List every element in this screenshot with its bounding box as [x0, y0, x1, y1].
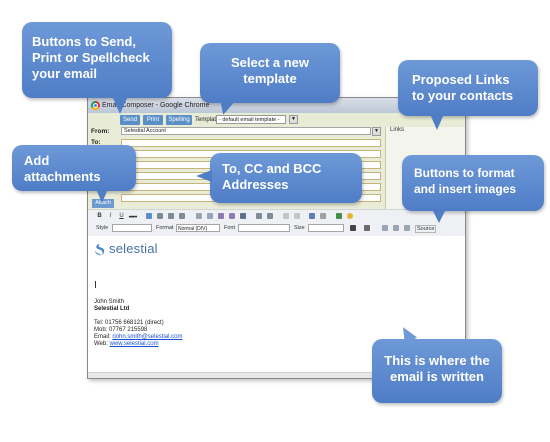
callout-links-text: Proposed Links to your contacts [412, 72, 514, 103]
show-blocks-icon[interactable] [393, 225, 399, 231]
template-select-value: - default email template - [219, 117, 280, 123]
callout-format: Buttons to format and insert images [402, 155, 544, 211]
print-button[interactable]: Print [143, 115, 163, 125]
template-dropdown[interactable]: ▼ [289, 115, 298, 124]
callout-buttons-pointer [112, 96, 128, 114]
callout-format-text: Buttons to format and insert images [414, 166, 517, 196]
font-label: Font [224, 225, 236, 231]
align-center-icon[interactable] [157, 213, 163, 219]
attach-button[interactable]: Attach [92, 199, 114, 208]
size-select[interactable] [308, 224, 344, 232]
text-cursor [95, 281, 96, 288]
underline-icon[interactable]: U [119, 213, 124, 219]
preview-icon[interactable] [404, 225, 410, 231]
signature-email-row: Email: rjohn.smith@selestial.com [94, 334, 182, 341]
callout-written-text: This is where the email is written [384, 353, 490, 384]
callout-attach-pointer [96, 189, 108, 203]
chrome-icon [91, 101, 100, 110]
style-select[interactable] [112, 224, 152, 232]
window-titlebar: Email Composer - Google Chrome [88, 98, 465, 113]
horizontal-scrollbar[interactable] [88, 372, 465, 378]
style-label: Style [96, 225, 109, 231]
callout-attach: Add attachments [12, 145, 136, 191]
size-label: Size [294, 225, 305, 231]
spelling-button[interactable]: Spelling [166, 115, 192, 125]
align-left-icon[interactable] [146, 213, 152, 219]
signature-mob: Mob: 07767 215598 [94, 327, 148, 333]
callout-links-pointer [430, 114, 444, 130]
selestial-logo-icon [95, 244, 105, 256]
web-link[interactable]: www.selestial.com [109, 341, 159, 347]
callout-addresses-pointer [196, 170, 212, 182]
indent-icon[interactable] [294, 213, 300, 219]
template-select[interactable]: - default email template - [216, 115, 286, 124]
signature-company: Selestial Ltd [94, 306, 130, 312]
bullet-list-icon[interactable] [267, 213, 273, 219]
italic-icon[interactable]: I [109, 213, 112, 219]
send-button[interactable]: Send [120, 115, 140, 125]
paste-icon[interactable] [218, 213, 224, 219]
callout-addresses: To, CC and BCC Addresses [210, 153, 362, 203]
template-label: Template: [195, 117, 222, 123]
email-label: Email: [94, 334, 111, 340]
font-select[interactable] [238, 224, 290, 232]
to-label: To: [91, 139, 101, 146]
cut-icon[interactable] [196, 213, 202, 219]
composer-toolbar: Send Print Spelling Template: - default … [88, 113, 465, 127]
copy-icon[interactable] [207, 213, 213, 219]
justify-icon[interactable] [179, 213, 185, 219]
unlink-icon[interactable] [320, 213, 326, 219]
from-dropdown[interactable]: ▼ [372, 127, 381, 136]
paste-word-icon[interactable] [240, 213, 246, 219]
callout-buttons-text: Buttons to Send, Print or Spellcheck you… [32, 34, 150, 81]
background-color-icon[interactable] [364, 225, 370, 231]
smiley-icon[interactable] [347, 213, 353, 219]
format-select-value: Normal (DIV) [178, 226, 208, 232]
from-label: From: [91, 128, 110, 135]
link-icon[interactable] [309, 213, 315, 219]
callout-format-pointer [432, 209, 446, 223]
editor-toolbar: B I U ABC Style Format Normal (DIV) Font… [88, 209, 465, 237]
source-button[interactable]: Source [415, 225, 437, 233]
web-label: Web: [94, 341, 108, 347]
signature-name: John Smith [94, 299, 125, 305]
window-title: Email Composer - Google Chrome [102, 102, 210, 109]
numbered-list-icon[interactable] [256, 213, 262, 219]
email-link[interactable]: rjohn.smith@selestial.com [112, 334, 183, 340]
from-select[interactable]: Selestial Account [121, 127, 371, 135]
callout-written: This is where the email is written [372, 339, 502, 403]
align-right-icon[interactable] [168, 213, 174, 219]
maximize-icon[interactable] [382, 225, 388, 231]
text-color-icon[interactable] [350, 225, 356, 231]
signature-tel: Tel: 01756 668121 (direct) [94, 320, 164, 326]
callout-buttons: Buttons to Send, Print or Spellcheck you… [22, 22, 172, 98]
callout-template: Select a new template [200, 43, 340, 103]
chevron-down-icon: ▼ [290, 116, 297, 123]
image-icon[interactable] [336, 213, 342, 219]
format-select[interactable]: Normal (DIV) [176, 224, 220, 232]
bold-icon[interactable]: B [97, 213, 102, 219]
from-select-value: Selestial Account [124, 128, 166, 134]
links-label: Links [390, 127, 405, 133]
callout-addresses-text: To, CC and BCC Addresses [222, 161, 322, 192]
outdent-icon[interactable] [283, 213, 289, 219]
strikethrough-icon[interactable]: ABC [128, 214, 138, 219]
selestial-logo-text: selestial [109, 241, 158, 256]
callout-links: Proposed Links to your contacts [398, 60, 538, 116]
to-field[interactable] [121, 139, 381, 147]
chevron-down-icon: ▼ [373, 128, 380, 135]
callout-attach-text: Add attachments [24, 153, 101, 184]
callout-template-text: Select a new template [230, 55, 310, 86]
signature-web-row: Web: www.selestial.com [94, 341, 159, 348]
format-label: Format [156, 225, 174, 231]
paste-text-icon[interactable] [229, 213, 235, 219]
